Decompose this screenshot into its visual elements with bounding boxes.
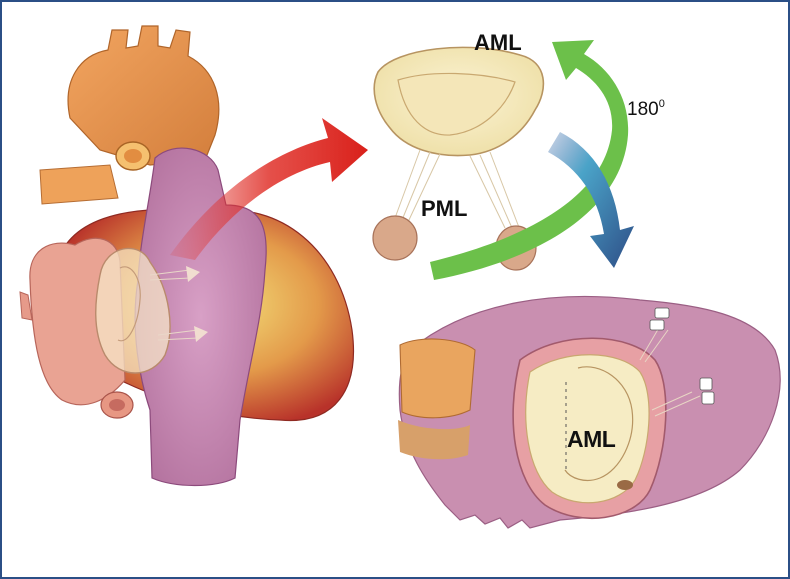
suture-pledget (700, 378, 712, 390)
suture-pledget (650, 320, 664, 330)
recipient-heart (398, 297, 780, 528)
pml-label: PML (421, 196, 467, 222)
aml-label-bottom: AML (567, 426, 615, 453)
pulmonary-vein (40, 165, 118, 204)
aml-label-top: AML (474, 30, 522, 56)
vessel-stub-lumen (109, 399, 125, 411)
vessel-lumen (124, 149, 142, 163)
rotation-angle-label: 1800 (627, 98, 665, 121)
rotation-unit: 0 (659, 98, 665, 110)
valve-spot (617, 480, 633, 490)
suture-pledget (655, 308, 669, 318)
papillary-muscle-head (373, 216, 417, 260)
recipient-vessel (400, 339, 475, 418)
rotation-value: 180 (627, 99, 659, 120)
suture-pledget (702, 392, 714, 404)
